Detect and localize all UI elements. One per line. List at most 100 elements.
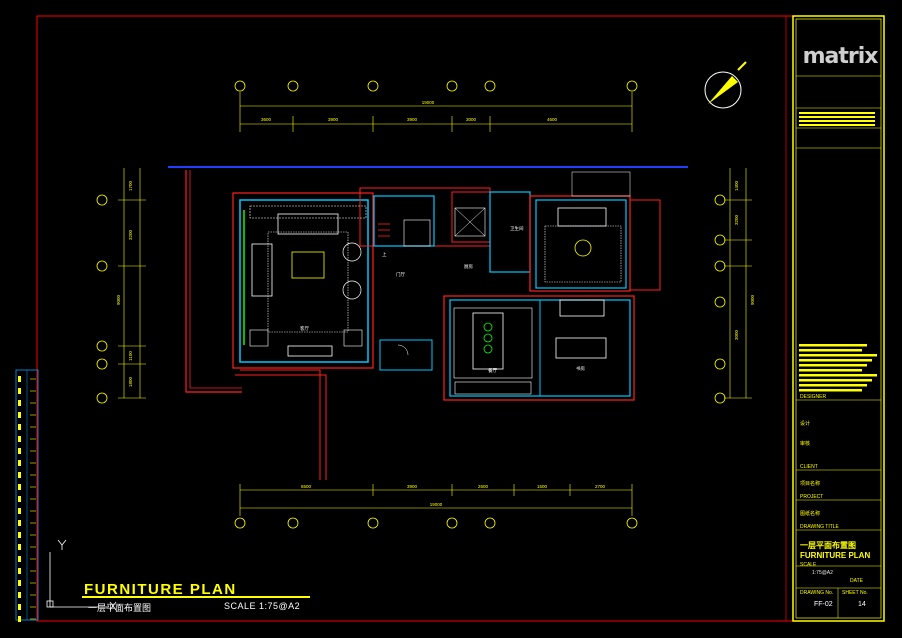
ruler-tick <box>18 604 21 610</box>
dim-top-seg: 3900 <box>407 117 418 122</box>
dim-top-seg: 3900 <box>328 117 339 122</box>
ruler-ticks <box>18 376 36 622</box>
grid-bubble <box>367 517 379 529</box>
grid-bubble <box>626 80 638 92</box>
room-label: 客厅 <box>300 325 309 332</box>
grid-bubble <box>287 517 299 529</box>
titleblock-frame <box>792 15 885 622</box>
grid-bubble <box>714 234 726 246</box>
ruler-tick <box>18 472 21 478</box>
company-logo: matrix <box>802 44 879 69</box>
room-label: 餐厅 <box>488 367 497 374</box>
ruler-tick <box>18 388 21 394</box>
dim-right-seg: 1400 <box>734 180 739 191</box>
grid-bubble <box>96 358 108 370</box>
dim-left-total: 9000 <box>116 294 121 305</box>
plan-title: FURNITURE PLAN <box>84 581 237 598</box>
room-label: 门厅 <box>396 271 405 278</box>
grid-bubble <box>96 392 108 404</box>
dim-top-seg: 3600 <box>261 117 272 122</box>
dim-bottom-seg: 3900 <box>407 484 418 489</box>
dimension-text: 19000 3600 3900 3900 3000 4600 6500 3900… <box>116 100 755 507</box>
grid-bubble <box>287 80 299 92</box>
date-label: DATE <box>850 578 863 584</box>
titleblock-bar <box>799 389 862 392</box>
drawing-title-label: DRAWING TITLE <box>800 524 839 530</box>
grid-bubble <box>714 358 726 370</box>
grid-bubble <box>626 517 638 529</box>
dim-bottom-seg: 2600 <box>478 484 489 489</box>
grid-bubble <box>714 392 726 404</box>
top-dimension-lines <box>239 92 633 132</box>
dim-left-seg: 1800 <box>128 376 133 387</box>
dim-right-seg: 3000 <box>734 329 739 340</box>
grid-bubble <box>234 80 246 92</box>
project-label: PROJECT <box>800 494 824 500</box>
dim-top-seg: 4600 <box>547 117 558 122</box>
ruler-tick <box>18 436 21 442</box>
ruler-tick <box>18 496 21 502</box>
dim-left-seg: 1100 <box>128 351 133 361</box>
grid-bubble <box>714 296 726 308</box>
scale-label: SCALE <box>800 562 817 568</box>
right-dimension-lines <box>724 168 752 399</box>
titleblock-cn-label: 项目名称 <box>800 481 821 487</box>
drawing-title-cn: 一层平面布置图 <box>800 541 856 550</box>
grid-bubble <box>484 517 496 529</box>
titleblock-dividers <box>796 75 881 618</box>
ruler-tick <box>18 568 21 574</box>
titleblock-cn-label: 图纸名称 <box>800 511 821 517</box>
titleblock-bar <box>799 120 875 122</box>
grid-bubble <box>446 517 458 529</box>
ruler-tick <box>18 556 21 562</box>
sheet-no-value: 14 <box>858 601 866 608</box>
titleblock-bar <box>799 349 862 352</box>
titleblock-bar <box>799 359 872 362</box>
titleblock-hatch-bars <box>799 112 877 392</box>
room-label: 厨房 <box>464 263 473 270</box>
titleblock-cn-label: 审核 <box>800 441 811 447</box>
room-label: 书房 <box>576 365 585 372</box>
drawing-no-label: DRAWING No. <box>800 590 834 596</box>
titleblock-bar <box>799 369 862 372</box>
client-label: CLIENT <box>800 464 818 470</box>
titleblock-inner <box>795 18 882 619</box>
titleblock-bar <box>799 344 867 347</box>
titleblock-bar <box>799 124 875 126</box>
grid-bubble <box>96 340 108 352</box>
titleblock-bar <box>799 354 877 357</box>
dim-right-total: 9000 <box>750 294 755 305</box>
ucs-axis-icon <box>46 539 117 611</box>
bottom-dimension-lines <box>239 484 633 516</box>
floor-plan <box>168 166 688 480</box>
grid-bubble <box>234 517 246 529</box>
dim-bottom-seg: 6500 <box>301 484 312 489</box>
dim-right-seg: 3200 <box>734 214 739 225</box>
titleblock-bar <box>799 364 867 367</box>
ruler-tick <box>18 400 21 406</box>
ruler-tick <box>18 412 21 418</box>
sheet-frame <box>36 15 885 622</box>
ruler-tick <box>18 460 21 466</box>
grid-bubble <box>367 80 379 92</box>
titleblock-bar <box>799 379 872 382</box>
titleblock-bar <box>799 112 875 114</box>
dim-top-total: 19000 <box>422 100 435 105</box>
ruler-tick <box>18 448 21 454</box>
ruler-tick <box>18 616 21 622</box>
scale-value: 1:75@A2 <box>812 570 833 576</box>
sheet-no-label: SHEET No. <box>842 590 868 596</box>
titleblock-bar <box>799 116 875 118</box>
grid-bubble <box>714 260 726 272</box>
dim-bottom-seg: 1500 <box>537 484 548 489</box>
grid-bubble <box>484 80 496 92</box>
ruler-tick <box>18 580 21 586</box>
dim-bottom-total: 19000 <box>430 502 443 507</box>
ruler-tick <box>18 544 21 550</box>
plan-subtitle: 一层平面布置图 <box>88 603 152 613</box>
grid-bubble <box>96 260 108 272</box>
left-dimension-lines <box>118 168 146 399</box>
grid-axis-bubbles <box>96 80 726 529</box>
ruler-tick <box>18 520 21 526</box>
dim-top-seg: 3000 <box>466 117 477 122</box>
